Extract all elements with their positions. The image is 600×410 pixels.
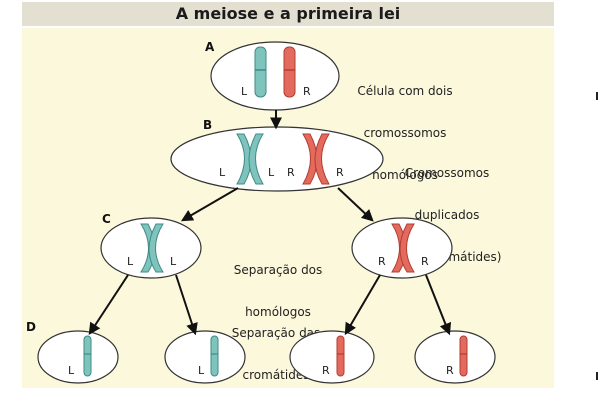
allele-label-c-r1: R — [378, 255, 386, 268]
chromatid-d-1 — [83, 335, 92, 377]
caption-stage-d: Separação das cromátides — [206, 298, 346, 410]
edge-mark-top — [596, 92, 598, 100]
cell-b — [170, 126, 384, 192]
arrow-b-to-c-left — [180, 187, 239, 222]
allele-label-d-4: R — [446, 364, 454, 377]
cell-d-2 — [164, 330, 246, 384]
stage-letter-d: D — [26, 320, 36, 334]
caption-stage-a: Célula com dois cromossomos homólogos — [340, 56, 470, 210]
edge-mark-bottom — [596, 372, 598, 380]
cell-d-1 — [37, 330, 119, 384]
duplicated-chromosome-r — [302, 133, 330, 185]
chromatid-d-4 — [459, 335, 468, 377]
allele-label-a-r: R — [303, 85, 311, 98]
allele-label-b-r1: R — [287, 166, 295, 179]
stage-letter-c: C — [102, 212, 111, 226]
title-bar — [22, 2, 554, 26]
chromosome-c-left — [140, 223, 164, 273]
chromosome-r-stage-a — [283, 46, 296, 98]
arrow-c-to-d-2 — [175, 274, 198, 336]
allele-label-d-1: L — [68, 364, 75, 377]
allele-label-d-2: L — [198, 364, 205, 377]
allele-label-b-l1: L — [219, 166, 226, 179]
arrow-b-to-c-right — [337, 187, 374, 222]
chromatid-d-2 — [210, 335, 219, 377]
allele-label-c-r2: R — [421, 255, 429, 268]
caption-a-line-2: cromossomos — [363, 126, 447, 140]
caption-b-line-1: Cromossomos — [404, 166, 490, 180]
caption-d-line-2: cromátides — [242, 368, 310, 382]
allele-label-b-r2: R — [336, 166, 344, 179]
allele-label-c-l1: L — [127, 255, 134, 268]
chromosome-l-stage-a — [254, 46, 267, 98]
cell-a — [210, 41, 340, 111]
cell-d-3 — [289, 330, 375, 384]
allele-label-d-3: R — [322, 364, 330, 377]
chromosome-c-right — [391, 223, 415, 273]
duplicated-chromosome-l — [236, 133, 264, 185]
arrow-c-to-d-1 — [88, 274, 129, 336]
cell-d-4 — [414, 330, 496, 384]
allele-label-c-l2: L — [170, 255, 177, 268]
caption-c-line-1: Separação dos — [233, 263, 323, 277]
arrow-c-to-d-4 — [425, 274, 452, 336]
figure-title: A meiose e a primeira lei — [175, 4, 401, 23]
caption-stage-c: Separação dos homólogos — [208, 235, 348, 347]
caption-c-line-2: homólogos — [245, 305, 311, 319]
caption-a-line-3: homólogos — [372, 168, 438, 182]
caption-a-line-1: Célula com dois — [357, 84, 453, 98]
stage-letter-b: B — [203, 118, 213, 132]
allele-label-b-l2: L — [268, 166, 275, 179]
caption-b-line-2: duplicados — [414, 208, 480, 222]
chromatid-d-3 — [336, 335, 345, 377]
arrow-c-to-d-3 — [344, 274, 381, 336]
allele-label-a-l: L — [241, 85, 248, 98]
stage-letter-a: A — [205, 40, 215, 54]
